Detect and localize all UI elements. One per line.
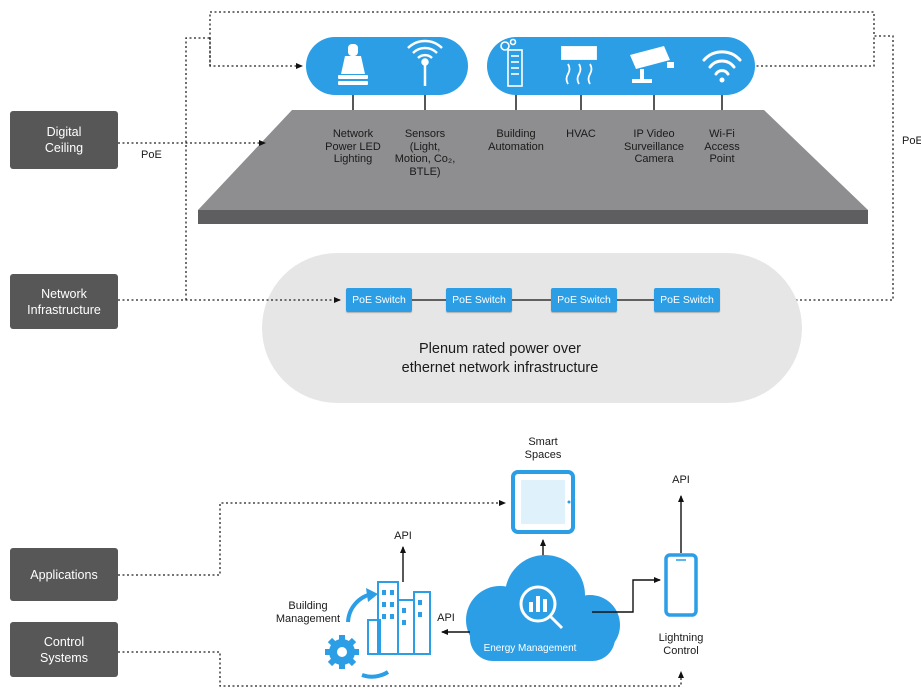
chart-bars-icon — [529, 596, 547, 612]
applications-box: Applications — [10, 548, 118, 601]
top-loop-connector — [209, 11, 894, 303]
tablet-button — [567, 500, 571, 504]
poe-label-left: PoE — [141, 149, 162, 161]
wireless-sensor-icon — [407, 39, 443, 86]
api-label-building: API — [394, 530, 412, 542]
building-devices-pill — [487, 37, 755, 95]
magnifier-chart-icon — [519, 585, 564, 630]
infrastructure-zone — [262, 253, 802, 403]
phone-icon — [664, 553, 698, 617]
poe-switch-1: PoE Switch — [346, 288, 412, 312]
wifi-icon — [702, 50, 742, 83]
control-systems-box: Control Systems — [10, 622, 118, 677]
network-loop-connector — [185, 37, 210, 300]
poe-switch-4: PoE Switch — [654, 288, 720, 312]
network-infrastructure-box: Network Infrastructure — [10, 274, 118, 329]
tablet-screen — [521, 480, 565, 524]
device-label-lighting: Network Power LED Lighting — [325, 128, 381, 165]
device-label-sensors: Sensors (Light, Motion, Co₂, BTLE) — [394, 128, 456, 178]
tablet-icon — [511, 470, 575, 534]
building-icon — [367, 581, 431, 655]
rotate-arrow-bottom — [361, 670, 390, 679]
control-systems-connector — [118, 651, 684, 687]
building-windows — [382, 590, 422, 625]
hvac-icon — [561, 46, 597, 85]
applications-connector — [118, 500, 506, 576]
smart-spaces-label: Smart Spaces — [524, 436, 562, 461]
poe-label-right: PoE — [902, 135, 921, 147]
device-label-camera: IP Video Surveillance Camera — [624, 128, 684, 165]
api-label-phone: API — [672, 474, 690, 486]
device-label-hvac: HVAC — [566, 128, 596, 140]
infrastructure-caption: Plenum rated power over ethernet network… — [401, 341, 599, 376]
cloud-to-phone-arrow — [592, 577, 661, 613]
poe-switch-3: PoE Switch — [551, 288, 617, 312]
top-loop-to-lights — [209, 38, 303, 69]
energy-management-label: Energy Management — [483, 643, 577, 654]
device-label-building-automation: Building Automation — [488, 128, 544, 153]
api-label-cloud: API — [437, 612, 455, 624]
rotate-arrowhead-top — [366, 588, 378, 602]
poe-switch-2: PoE Switch — [446, 288, 512, 312]
ceiling-platform-edge — [198, 210, 868, 224]
building-management-label: Building Management — [275, 600, 341, 625]
digital-ceiling-box: Digital Ceiling — [10, 111, 118, 169]
lighting-sensor-pill — [306, 37, 468, 95]
pill-to-loop-connector — [752, 36, 875, 67]
camera-icon — [630, 46, 674, 83]
building-automation-icon — [500, 38, 523, 87]
device-label-wifi: Wi-Fi Access Point — [704, 128, 740, 165]
lightning-control-label: Lightning Control — [658, 632, 704, 657]
ceiling-platform-top — [198, 110, 868, 210]
gear-icon — [325, 635, 359, 669]
led-light-icon — [338, 44, 368, 85]
